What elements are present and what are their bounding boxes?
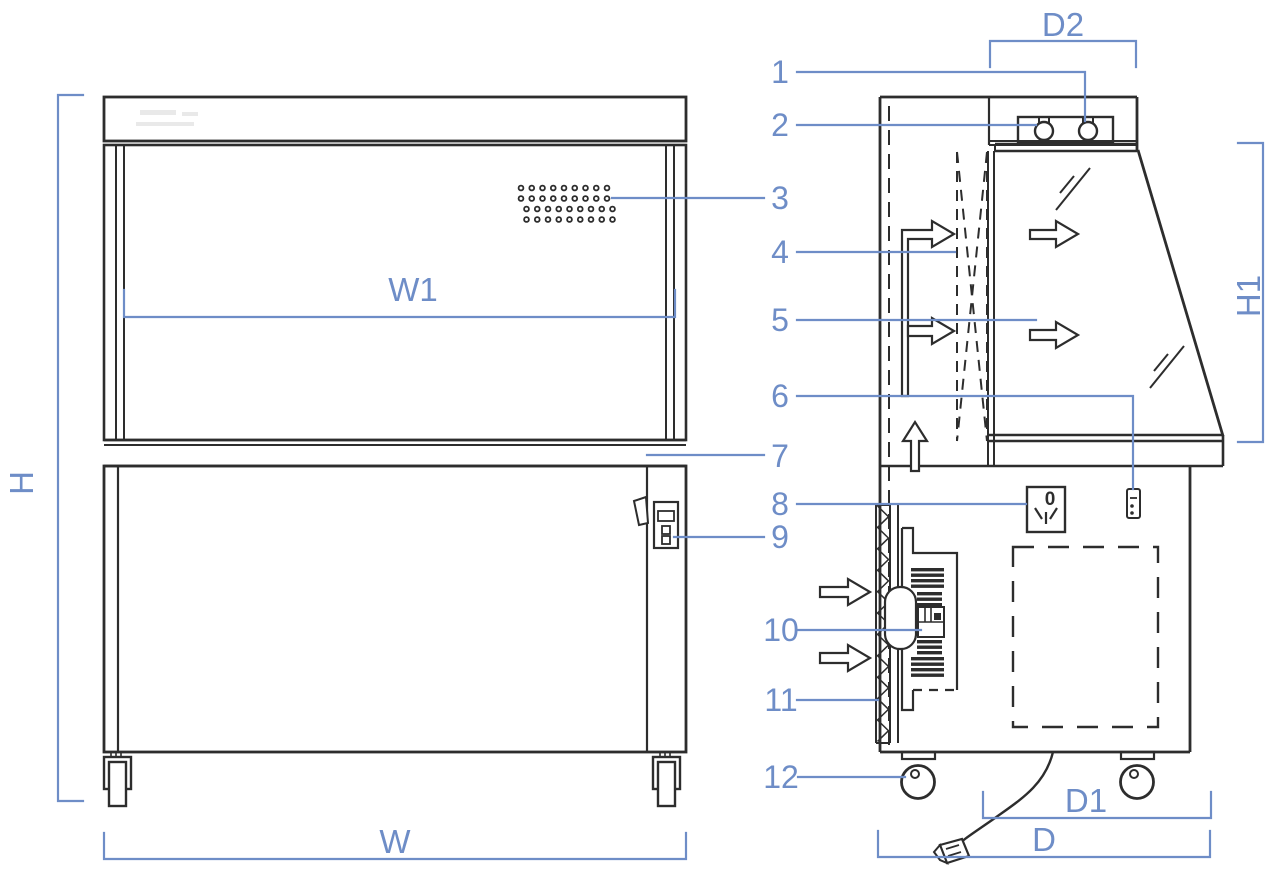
callout-10: 10 <box>763 612 799 648</box>
light-fixture <box>1016 115 1115 144</box>
dimension-layer: H W W1 D2 H1 D1 D <box>3 6 1267 861</box>
faded-logo-marks <box>136 110 198 126</box>
callout-9: 9 <box>771 519 789 555</box>
callout-12: 12 <box>763 759 799 795</box>
side-caster-left <box>900 750 937 800</box>
sash-slope <box>1136 149 1225 437</box>
airflow-arrows <box>818 219 1081 673</box>
socket-label: 0 <box>1045 489 1056 510</box>
leader-1 <box>795 70 1087 123</box>
dimension-D2-label: D2 <box>1042 6 1084 43</box>
side-caster-right <box>1119 750 1156 800</box>
front-top-fascia <box>102 95 688 143</box>
panel-button-top <box>661 525 671 535</box>
callout-1: 1 <box>771 54 789 90</box>
glass-hatch-marks <box>1055 167 1185 389</box>
front-lower-cabinet <box>102 464 688 754</box>
power-socket: 0 <box>1025 485 1067 534</box>
dimension-D-label: D <box>1032 821 1056 858</box>
callout-4: 4 <box>771 234 789 270</box>
drain-valve-switch <box>1126 488 1141 519</box>
dimension-W: W <box>102 823 688 861</box>
glass-sash <box>994 142 1225 437</box>
dimension-H1-label: H1 <box>1230 275 1267 317</box>
dimension-D1-label: D1 <box>1065 782 1107 819</box>
callout-2: 2 <box>771 107 789 143</box>
motor-capacitor <box>883 585 918 651</box>
intake-arrow-lower <box>818 643 873 673</box>
hepa-filter-symbol <box>956 151 988 442</box>
lamp-bulb-left <box>1033 120 1055 142</box>
callout-numbers: 1 2 3 4 5 6 7 8 9 10 11 12 <box>763 54 799 795</box>
display-window <box>657 510 675 522</box>
perforated-grille <box>517 184 616 223</box>
intake-arrow-upper <box>818 577 873 607</box>
access-door-dashed <box>1011 545 1160 729</box>
panel-side-lever <box>632 495 650 527</box>
duct-arrow-lower <box>906 316 957 346</box>
callout-3: 3 <box>771 180 789 216</box>
dimension-H: H <box>3 93 85 803</box>
dimension-D: D <box>876 821 1212 859</box>
lamp-bulb-right <box>1077 120 1099 142</box>
up-arrow <box>901 419 929 473</box>
dimension-H1: H1 <box>1230 141 1267 444</box>
callout-6: 6 <box>771 378 789 414</box>
blower-assembly <box>883 526 959 712</box>
panel-button-bottom <box>661 535 671 545</box>
dimension-W1-label: W1 <box>388 271 438 308</box>
dimension-D1: D1 <box>981 782 1213 820</box>
leader-6 <box>795 394 1135 491</box>
front-view <box>102 95 688 808</box>
dimension-W-label: W <box>379 823 411 860</box>
callout-leaders <box>610 70 1135 779</box>
motor-hub <box>917 606 945 638</box>
callout-11: 11 <box>764 682 797 718</box>
control-panel-housing <box>652 500 680 550</box>
control-panel <box>632 495 680 550</box>
callout-8: 8 <box>771 486 789 522</box>
chamber-arrow-upper <box>1028 219 1081 249</box>
callout-7: 7 <box>771 438 789 474</box>
motor-fins <box>911 568 944 677</box>
work-surface <box>880 433 1225 468</box>
dimension-D2: D2 <box>988 6 1138 69</box>
front-caster-left <box>102 752 133 808</box>
side-view: 0 <box>818 95 1225 865</box>
dimension-H-label: H <box>3 471 40 495</box>
callout-5: 5 <box>771 302 789 338</box>
front-worktop-band <box>104 438 686 468</box>
front-caster-right <box>651 752 682 808</box>
chamber-arrow-lower <box>1028 320 1081 350</box>
dimension-W1: W1 <box>122 271 677 319</box>
blower-housing-right <box>902 526 959 690</box>
duct-arrow-upper <box>900 219 957 398</box>
power-plug <box>932 837 971 865</box>
